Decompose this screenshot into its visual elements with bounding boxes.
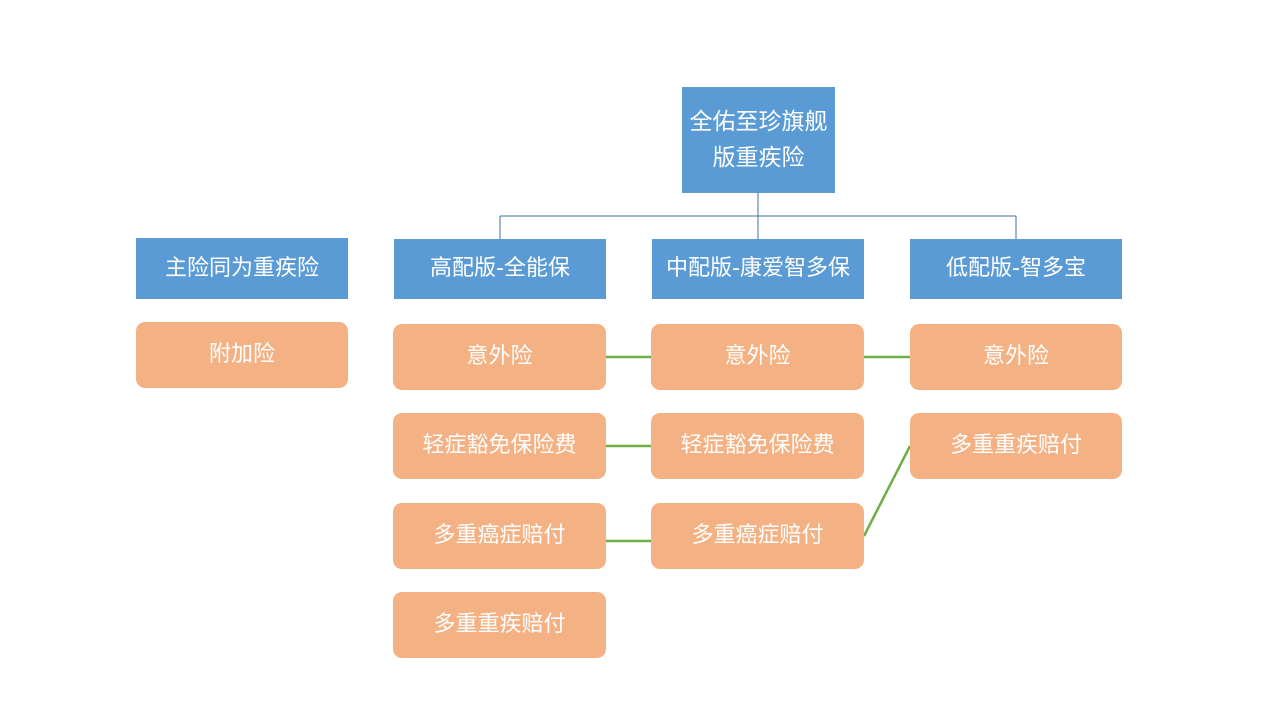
rider-box-high-multi-critical: 多重重疾赔付 bbox=[393, 592, 606, 658]
rider-box-low-accident: 意外险 bbox=[910, 324, 1122, 390]
version-high-box: 高配版-全能保 bbox=[394, 239, 606, 299]
rider-box-high-accident: 意外险 bbox=[393, 324, 606, 390]
rider-box-low-multi-critical: 多重重疾赔付 bbox=[910, 413, 1122, 479]
root-title-line1: 全佑至珍旗舰 bbox=[689, 109, 828, 135]
root-product-box: 全佑至珍旗舰 版重疾险 bbox=[682, 87, 835, 193]
rider-box-mid-accident: 意外险 bbox=[651, 324, 864, 390]
rider-box-mid-multi-cancer: 多重癌症赔付 bbox=[651, 503, 864, 569]
rider-box-high-waiver: 轻症豁免保险费 bbox=[393, 413, 606, 479]
version-low-box: 低配版-智多宝 bbox=[910, 239, 1122, 299]
rider-box-mid-waiver: 轻症豁免保险费 bbox=[651, 413, 864, 479]
link-cancer-mid-to-multi-low bbox=[862, 445, 912, 537]
main-insurance-label-box: 主险同为重疾险 bbox=[136, 238, 348, 299]
root-title-line2: 版重疾险 bbox=[712, 145, 805, 171]
rider-label-box: 附加险 bbox=[136, 322, 348, 388]
version-mid-box: 中配版-康爱智多保 bbox=[652, 239, 864, 299]
rider-box-high-multi-cancer: 多重癌症赔付 bbox=[393, 503, 606, 569]
